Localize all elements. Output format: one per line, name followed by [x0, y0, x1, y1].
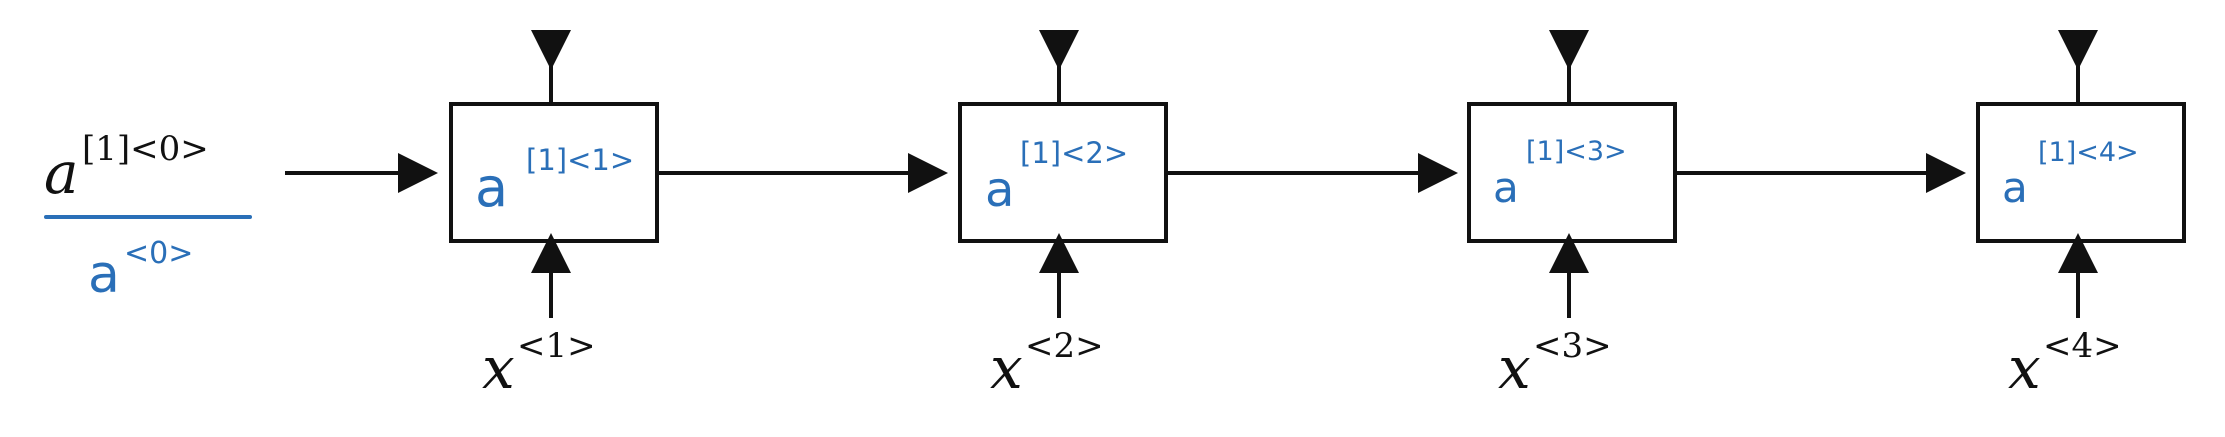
initial-state-printed-label: a [1]<0> — [44, 129, 209, 207]
cell2-input-base: x — [990, 334, 1023, 402]
initial-state-handwritten-label: a <0> — [88, 236, 193, 305]
rnn-cell-1: a [1]<1> x <1> — [449, 30, 659, 402]
cell2-handwritten-superscript: [1]<2> — [1020, 136, 1128, 170]
cell2-handwritten-base: a — [985, 162, 1014, 218]
cell1-input-superscript: <1> — [517, 326, 596, 366]
cell4-handwritten-superscript: [1]<4> — [2038, 137, 2139, 168]
initial-state-handwritten-base: a — [88, 245, 120, 305]
cell4-input-superscript: <4> — [2043, 326, 2122, 366]
rnn-cell-4: a [1]<4> x <4> — [1976, 30, 2186, 402]
cell3-input-base: x — [1498, 334, 1531, 402]
cell4-input-base: x — [2008, 334, 2041, 402]
initial-state-printed-superscript: [1]<0> — [82, 129, 209, 169]
rnn-cell-3: a [1]<3> x <3> — [1467, 30, 1677, 402]
cell2-input-superscript: <2> — [1025, 326, 1104, 366]
cell3-handwritten-superscript: [1]<3> — [1526, 136, 1627, 167]
initial-state-handwritten-superscript: <0> — [124, 236, 193, 271]
cell3-input-superscript: <3> — [1533, 326, 1612, 366]
cell3-handwritten-base: a — [1493, 163, 1519, 212]
cell4-handwritten-base: a — [2002, 163, 2028, 212]
cell1-handwritten-base: a — [475, 156, 508, 219]
cell1-handwritten-superscript: [1]<1> — [526, 143, 634, 177]
rnn-cell-2: a [1]<2> x <2> — [958, 30, 1168, 402]
cell1-input-base: x — [482, 334, 515, 402]
initial-state-printed-base: a — [44, 139, 79, 207]
